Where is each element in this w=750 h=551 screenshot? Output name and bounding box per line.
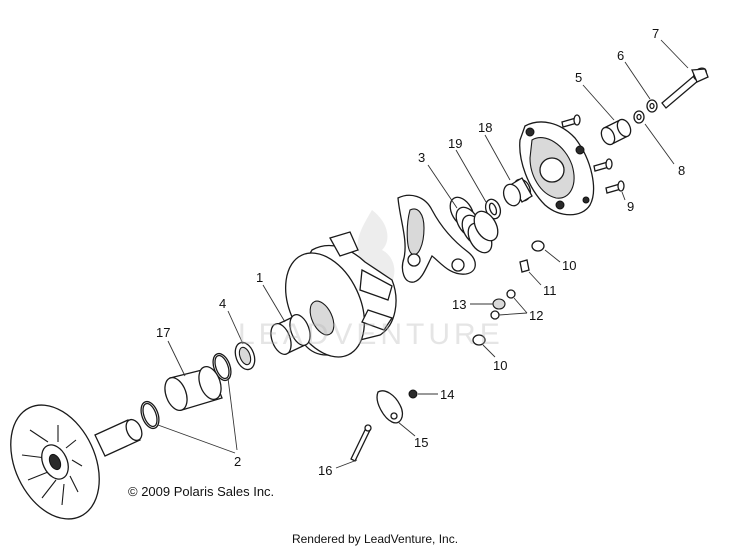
part-2-ring-upper	[212, 352, 232, 382]
part-8-washer	[633, 110, 645, 124]
callout-15: 15	[414, 435, 428, 450]
part-17-spacer	[164, 366, 223, 411]
part-6-washer	[646, 99, 658, 113]
callout-8: 8	[678, 163, 685, 178]
part-moveable-sheave	[285, 231, 397, 358]
part-7-bolt	[661, 67, 709, 109]
callout-labels: 7 6 5 8 9 18 19 3 10 11 13 12 10 14 15 1…	[156, 26, 685, 478]
callout-6: 6	[617, 48, 624, 63]
part-3-spring	[449, 196, 499, 254]
part-5-bushing	[600, 118, 632, 146]
part-14-nut	[408, 389, 418, 399]
part-fixed-sheave	[10, 404, 143, 520]
callout-14: 14	[440, 387, 454, 402]
render-credit: Rendered by LeadVenture, Inc.	[291, 532, 459, 546]
part-15-weight	[376, 390, 404, 424]
part-18-bushing	[502, 177, 533, 207]
callout-13: 13	[452, 297, 466, 312]
callout-4: 4	[219, 296, 226, 311]
part-2-ring-lower	[140, 400, 160, 430]
part-10-roller-upper	[531, 240, 545, 252]
callout-12: 12	[529, 308, 543, 323]
callout-18: 18	[478, 120, 492, 135]
part-9-bolts	[561, 114, 625, 194]
callout-1: 1	[256, 270, 263, 285]
part-16-pin	[350, 424, 372, 462]
part-spider	[397, 194, 476, 283]
part-1-bushing	[270, 314, 311, 355]
copyright-notice: © 2009 Polaris Sales Inc.	[128, 484, 275, 499]
callout-19: 19	[448, 136, 462, 151]
part-13-roller	[492, 298, 506, 310]
callout-10-upper: 10	[562, 258, 576, 273]
part-cover-plate	[519, 121, 595, 216]
callout-5: 5	[575, 70, 582, 85]
callout-10-lower: 10	[493, 358, 507, 373]
watermark-text: LEADVENTURE	[238, 318, 504, 351]
callout-16: 16	[318, 463, 332, 478]
callout-17: 17	[156, 325, 170, 340]
callout-3: 3	[418, 150, 425, 165]
leader-lines	[157, 39, 689, 469]
callout-9: 9	[627, 199, 634, 214]
callout-2: 2	[234, 454, 241, 469]
part-10-roller-lower	[472, 334, 486, 346]
callout-7: 7	[652, 26, 659, 41]
part-11-pin	[519, 259, 530, 273]
callout-11: 11	[543, 283, 557, 298]
part-4-ring	[234, 341, 256, 371]
